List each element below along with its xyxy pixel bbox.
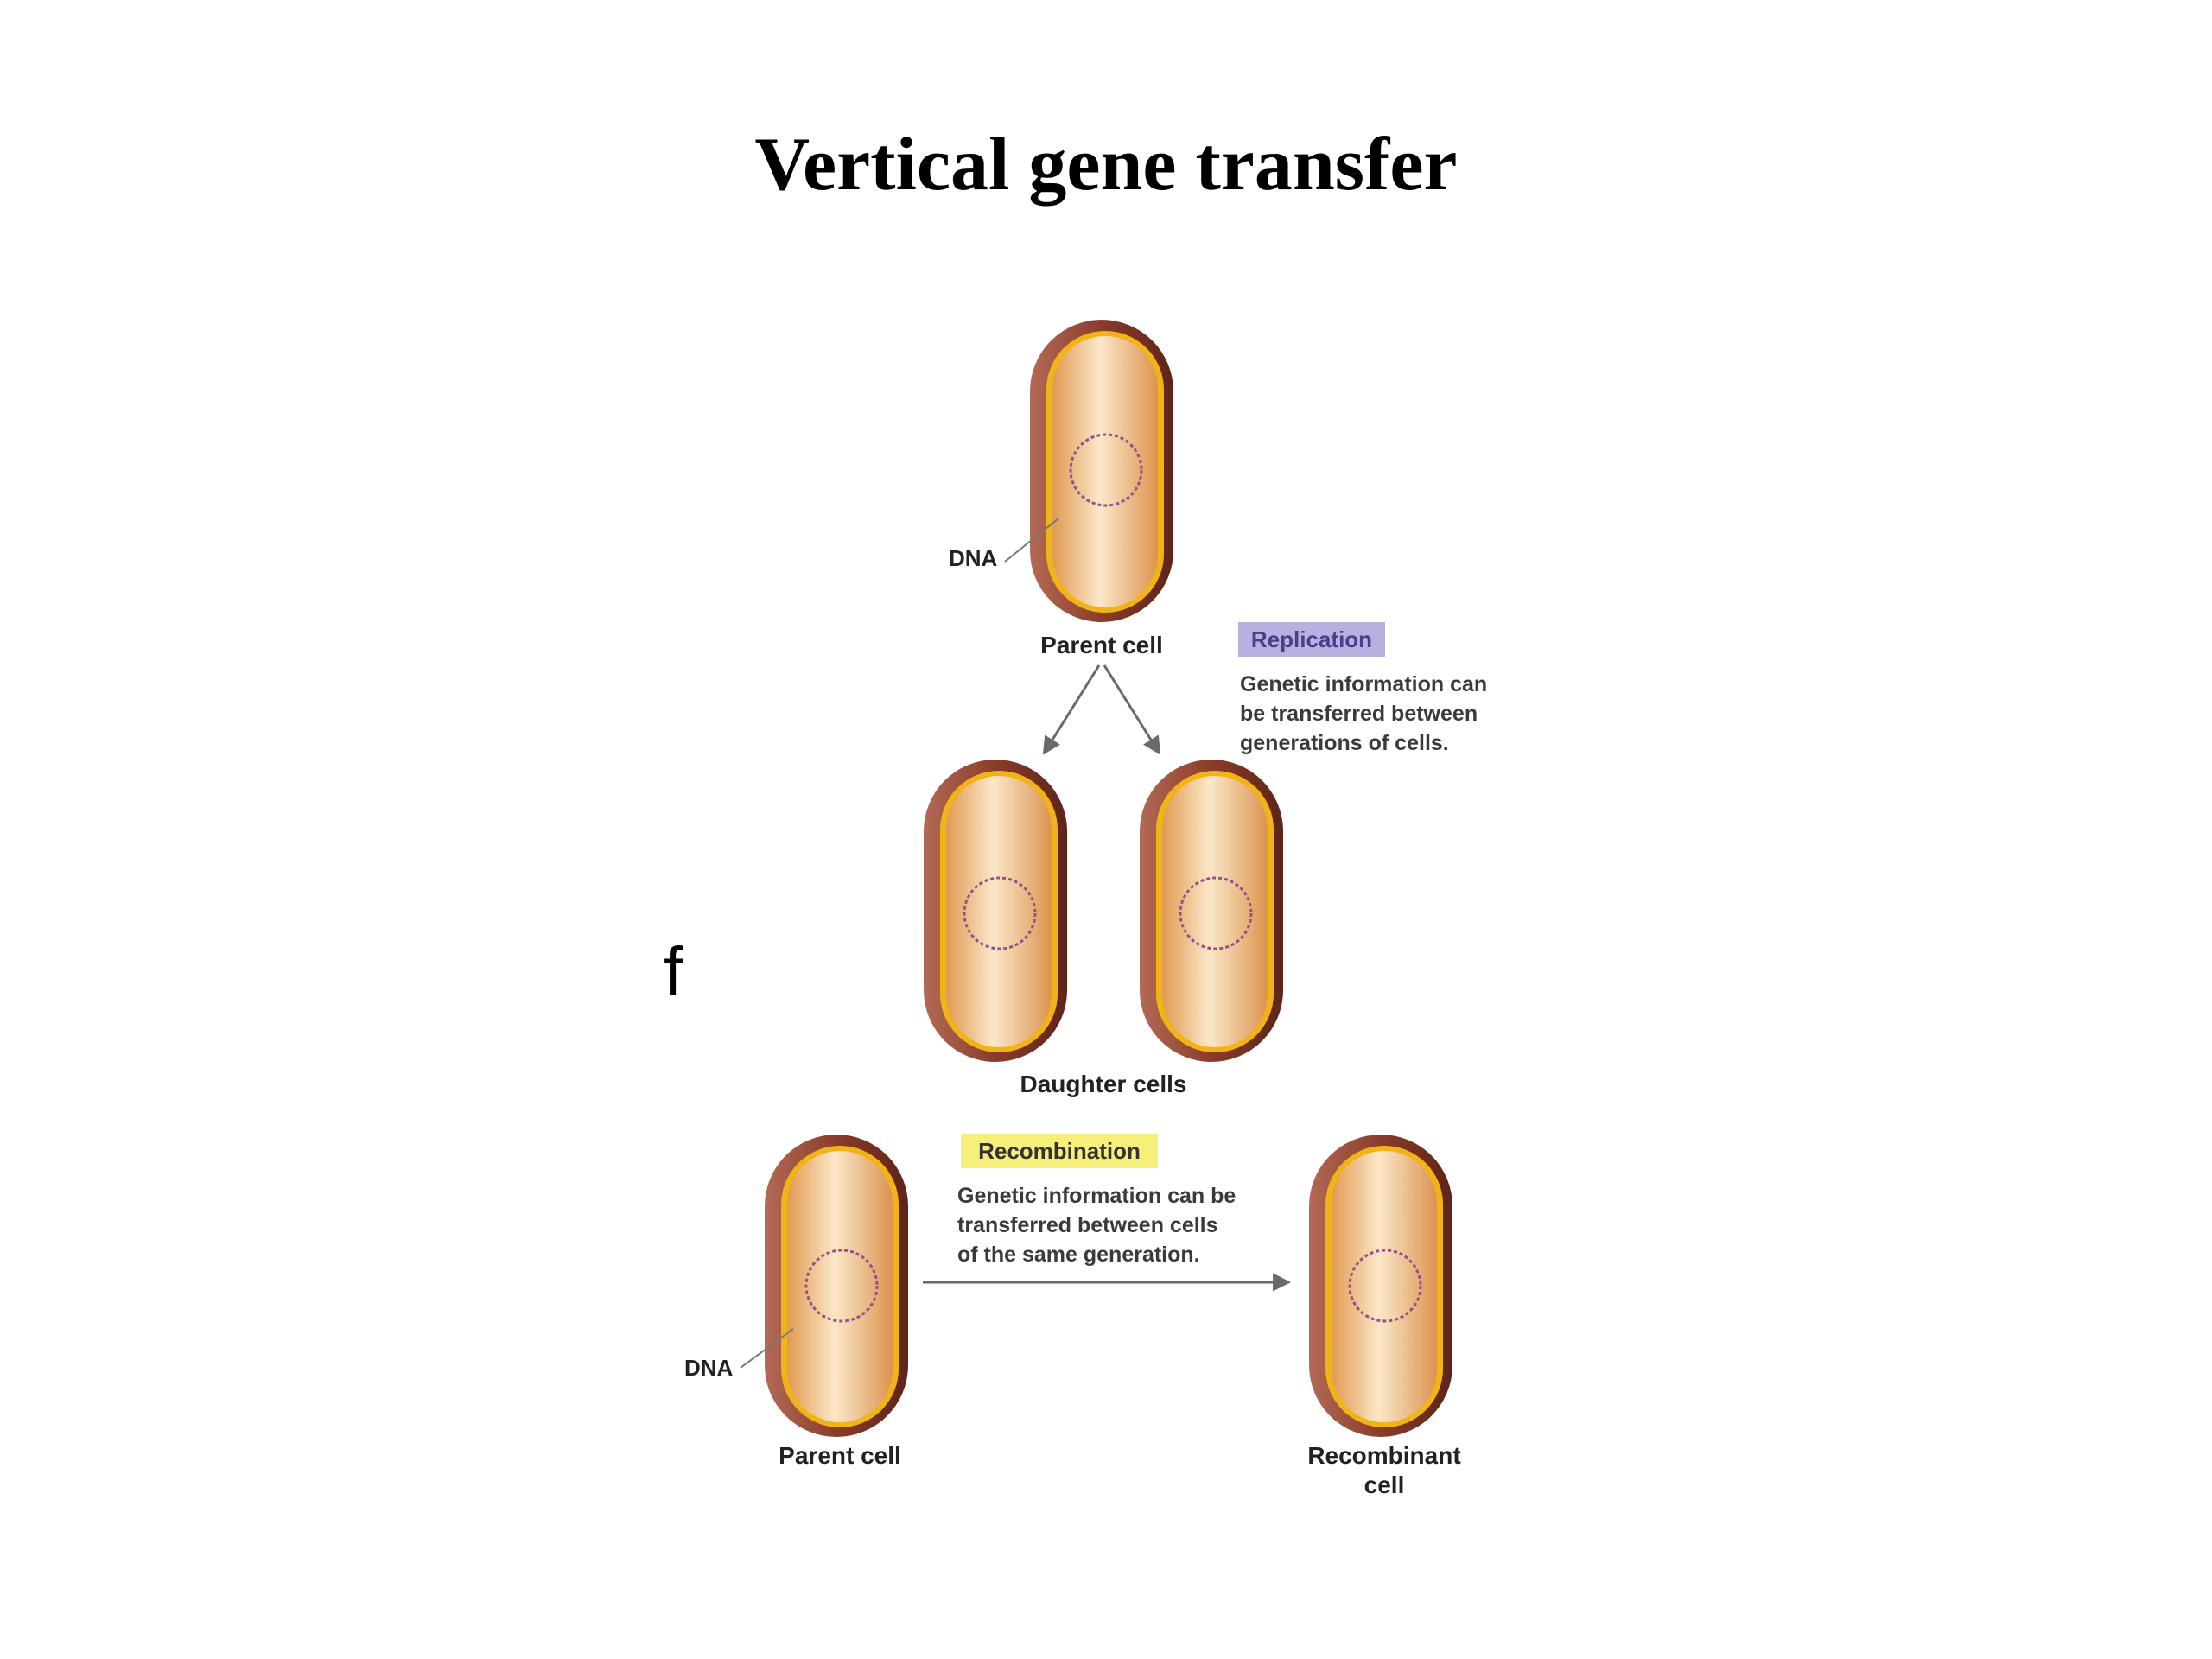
recombination-note-line-1: Genetic information can be: [957, 1184, 1236, 1208]
dna-label-top: DNA: [949, 545, 998, 571]
arrow-to-left-daughter: [1042, 664, 1101, 755]
dna-circle: [1069, 433, 1143, 507]
dna-circle: [804, 1249, 879, 1323]
recombination-tag: Recombination: [978, 1138, 1141, 1164]
parent-cell-label-bottom: Parent cell: [779, 1442, 901, 1469]
recombinant-cell-label-line-2: cell: [1364, 1471, 1405, 1498]
dna-label-bottom: DNA: [684, 1355, 734, 1381]
dna-circle: [963, 876, 1037, 950]
parent-cell-replication: [1030, 320, 1173, 622]
replication-tag: Replication: [1251, 626, 1372, 652]
parent-cell-label-top: Parent cell: [1040, 632, 1163, 658]
recombination-note-line-3: of the same generation.: [957, 1243, 1200, 1267]
replication-note-line-1: Genetic information can: [1240, 672, 1487, 696]
slide-title: Vertical gene transfer: [754, 123, 1458, 207]
parent-cell-recombination: [765, 1135, 908, 1437]
recombinant-cell-label-line-1: Recombinant: [1307, 1442, 1460, 1469]
arrow-to-right-daughter: [1103, 664, 1161, 755]
recombinant-cell: [1309, 1135, 1452, 1437]
recombination-tag-bg: [961, 1134, 1158, 1168]
stray-glyph: f: [664, 933, 683, 1010]
replication-tag-bg: [1238, 622, 1385, 657]
daughter-cells-label: Daughter cells: [1020, 1071, 1187, 1097]
recombination-note-line-2: transferred between cells: [957, 1213, 1218, 1237]
dna-pointer-line: [740, 1328, 794, 1369]
daughter-cell-right: [1140, 760, 1283, 1062]
dna-circle: [1179, 876, 1253, 950]
replication-note-line-2: be transferred between: [1240, 702, 1478, 726]
replication-note-line-3: generations of cells.: [1240, 731, 1449, 755]
daughter-cell-left: [924, 760, 1067, 1062]
dna-pointer-line: [1004, 518, 1059, 563]
dna-circle: [1348, 1249, 1422, 1323]
